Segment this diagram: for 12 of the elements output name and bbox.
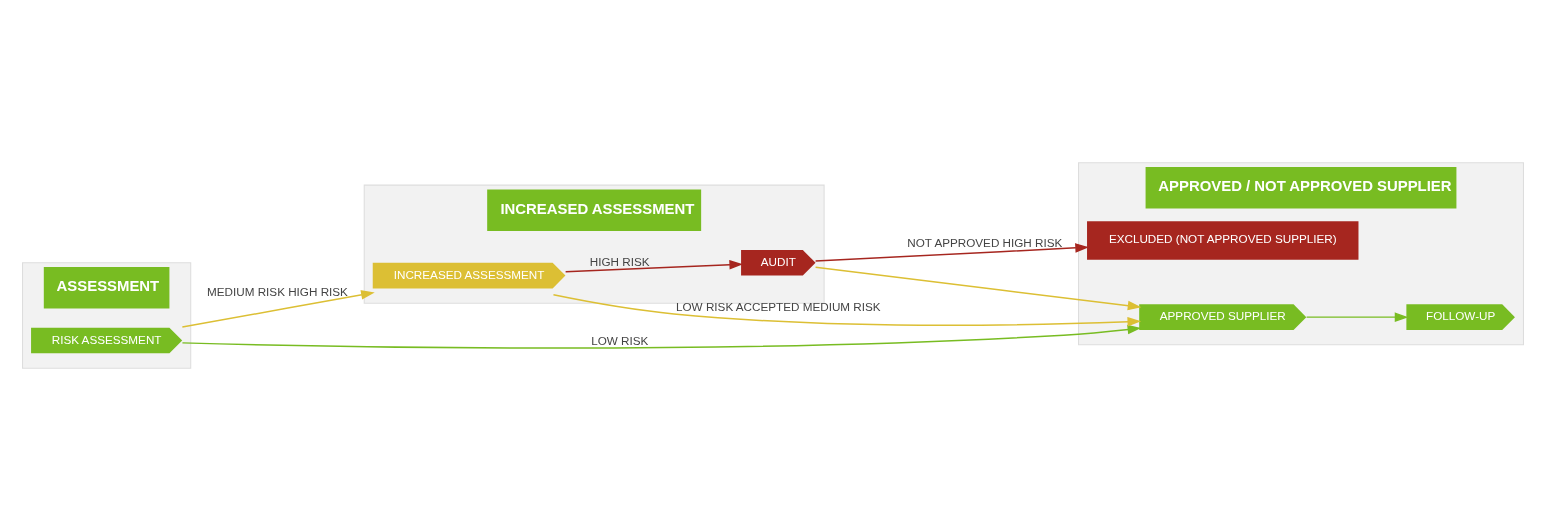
arrow <box>552 294 1142 327</box>
arrow <box>814 266 1142 311</box>
edge-label: NOT APPROVED HIGH RISK <box>907 235 1063 249</box>
arrow <box>181 324 1142 349</box>
edge-label: LOW RISK <box>591 333 649 347</box>
edge-label: MEDIUM RISK HIGH RISK <box>207 284 348 298</box>
arrow <box>181 290 375 328</box>
arrow <box>814 243 1089 262</box>
arrow <box>1305 312 1409 322</box>
edge-label: HIGH RISK <box>589 254 650 268</box>
node-box: EXCLUDED (NOT APPROVED SUPPLIER) <box>1087 221 1359 260</box>
arrow <box>564 260 744 273</box>
